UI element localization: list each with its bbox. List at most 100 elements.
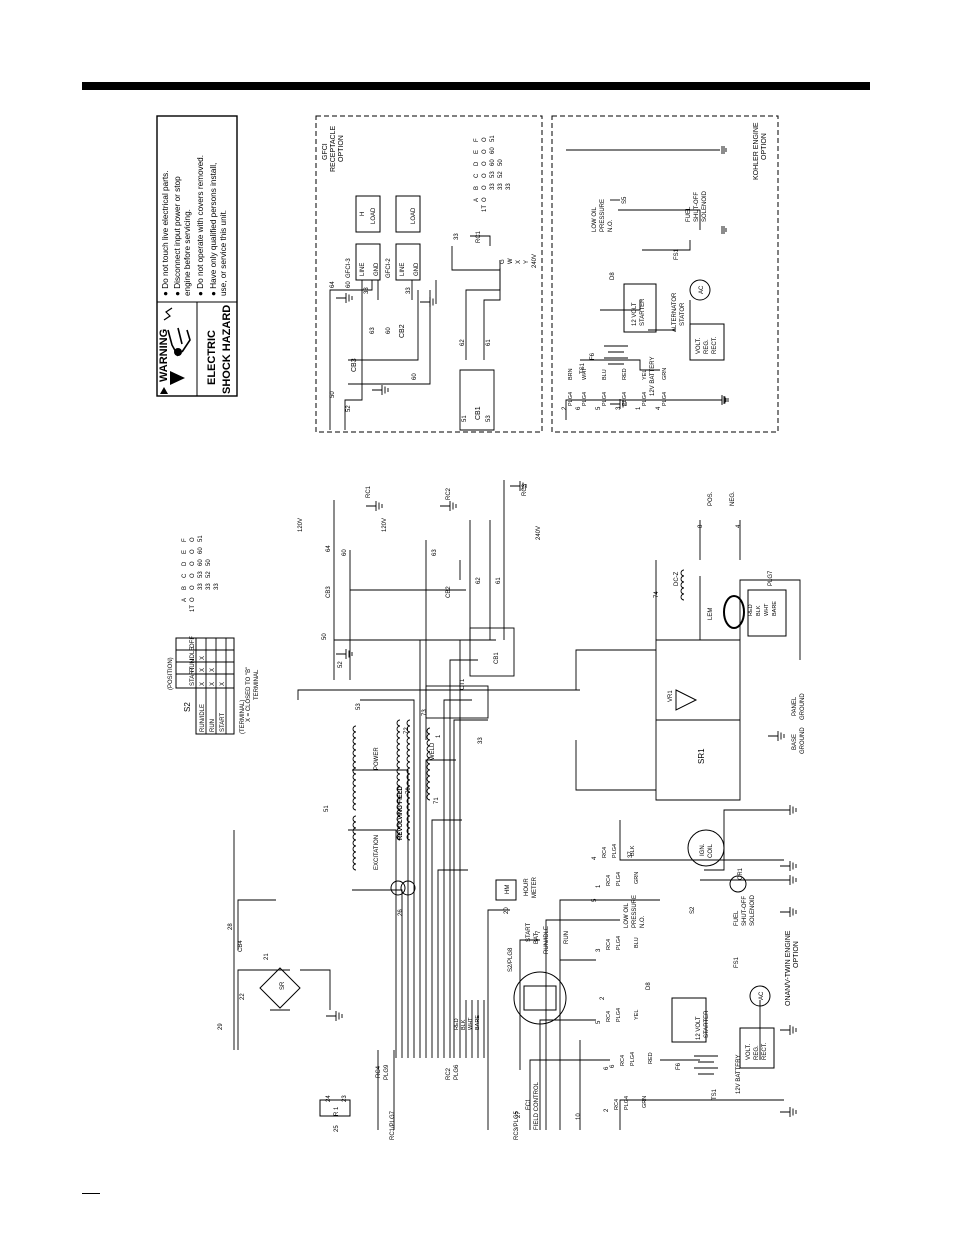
onan-title-line2: OPTION xyxy=(793,941,800,968)
gfci-w-label: W xyxy=(508,258,514,264)
s2-row-label: RUN/IDLE xyxy=(200,704,206,732)
gfci-strip-row2-1: 52 xyxy=(498,171,504,178)
onan-low-oil-line2: N.O. xyxy=(640,915,646,928)
wire-num-72: 72 xyxy=(404,727,410,734)
main-strip-row1-2: 60 xyxy=(198,559,204,566)
rc3-label: RC1 xyxy=(366,485,372,498)
main-strip-row1-0: 33 xyxy=(198,583,204,590)
wire-num-21: 21 xyxy=(264,953,270,960)
onan-plg4-label: PLG4 xyxy=(612,844,618,858)
ground-symbol xyxy=(712,395,729,405)
dcz-label: DC-Z xyxy=(674,571,680,586)
plg7-color-red: RED xyxy=(748,604,754,616)
warning-bullet-1-0: ● Disconnect input power or stop xyxy=(173,176,182,296)
ground-symbol xyxy=(336,293,353,303)
wire-num-50: 50 xyxy=(322,633,328,640)
kohler-wire-color: GRN xyxy=(662,368,668,380)
kohler-pin-2: 2 xyxy=(562,406,568,410)
r1-label: R 1 xyxy=(334,1106,340,1116)
field-control-label: FIELD CONTROL xyxy=(534,1081,540,1130)
sr-bridge-rectifier xyxy=(259,967,301,1009)
gfci-cb1-label: CB1 xyxy=(475,406,482,420)
gfci-wire-52: 52 xyxy=(346,405,352,412)
gfci-strip-term-b: O xyxy=(482,185,488,190)
onan-pin-6: 6 xyxy=(610,1064,616,1068)
rc4-plug-label: RC4 xyxy=(376,1065,382,1078)
warning-bullets: ● Do not touch live electrical parts.● D… xyxy=(161,155,228,296)
warning-label: WARNING ELECTRIC SHOCK HAZARD ● Do not t… xyxy=(156,115,238,397)
s2-start-term: START xyxy=(526,923,532,942)
plg7-color-bare: BARE xyxy=(772,601,778,616)
main-schematic: R 1 SR EXCITATION POWER REVOLVING FIELD … xyxy=(218,293,806,1140)
wire-num-4: 4 xyxy=(736,524,742,528)
rc1-plg7-label: RC1/PLG7 xyxy=(390,1110,396,1140)
wire-num-6: 6 xyxy=(604,1066,610,1070)
onan-plg4-label: PLG4 xyxy=(616,936,622,950)
wire-num-73: 73 xyxy=(422,709,428,716)
onan-s2-label: S2 xyxy=(690,906,696,914)
onan-plg4-label: PLG4 xyxy=(616,1008,622,1022)
gfci-title-line1: GFCI xyxy=(322,143,329,160)
ground-symbol xyxy=(366,501,383,511)
ign-coil-line2: COIL xyxy=(708,843,714,858)
lem-label: LEM xyxy=(708,608,714,620)
onan-plg4-label: PLG4 xyxy=(624,1096,630,1110)
cb3-label: CB3 xyxy=(326,586,332,598)
gfci-g-label: G xyxy=(500,259,506,264)
s2-runidle-term: RUN/IDLE xyxy=(544,926,550,954)
main-strip-row2-2: 50 xyxy=(206,559,212,566)
main-strip-row1-1: 53 xyxy=(198,571,204,578)
main-strip-letter-e: E xyxy=(182,550,188,554)
kohler-title-line1: KOHLER ENGINE xyxy=(753,122,760,180)
warning-bullet-3-0: ● Have only qualified persons install, xyxy=(209,163,218,296)
gfci-wire-62: 62 xyxy=(460,339,466,346)
main-strip-tag: 1T xyxy=(190,605,196,612)
onan-fuel-line2: SOLENOID xyxy=(750,894,756,926)
ground-symbol xyxy=(420,297,437,307)
coil-winding xyxy=(406,719,411,841)
plg6-label: PLG6 xyxy=(454,1064,460,1080)
warning-hazard-line1: ELECTRIC xyxy=(206,330,218,385)
gfci2-load-label: LOAD xyxy=(411,207,417,224)
hour-meter-line2: METER xyxy=(532,876,538,898)
wire-num-70: 70 xyxy=(406,787,412,794)
wire-num-27: 27 xyxy=(516,1111,522,1118)
gfci-strip-letter-f: F xyxy=(474,138,480,142)
gfci-wire-51: 51 xyxy=(462,415,468,422)
main-strip-letter-c: C xyxy=(182,573,188,578)
cb1-label: CB1 xyxy=(494,652,500,664)
wire-num-26: 26 xyxy=(398,909,404,916)
warning-title: WARNING xyxy=(158,329,170,382)
ct1-label: CT1 xyxy=(460,678,466,690)
wire-num-24: 24 xyxy=(326,1095,332,1102)
kohler-pin-3: 3 xyxy=(616,406,622,410)
wire-num-10: 10 xyxy=(576,1113,582,1120)
main-strip-letter-d: D xyxy=(182,561,188,566)
kohler-f6-label: F6 xyxy=(590,352,596,360)
main-strip-letter-b: B xyxy=(182,586,188,590)
s2-plg8-label: S2/PLG8 xyxy=(508,947,514,972)
v120-mid-label: 120V xyxy=(382,518,388,532)
ground-symbol xyxy=(780,805,797,815)
onan-ac-label: AC xyxy=(759,991,765,1000)
gfci-strip-tag: 1T xyxy=(482,205,488,212)
wire-num-51: 51 xyxy=(324,805,330,812)
onan-fs1-label: FS1 xyxy=(734,956,740,968)
s2-mark: X xyxy=(210,682,216,686)
gfci-wire-33: 33 xyxy=(364,287,370,294)
onan-rc4-label: RC4 xyxy=(606,1011,612,1022)
gfci-strip-row1-1: 53 xyxy=(490,171,496,178)
gfci-wire-33: 33 xyxy=(454,233,460,240)
s2-col-off: OFF xyxy=(190,636,196,648)
onan-starter-line2: STARTER xyxy=(704,1010,710,1038)
main-strip-term-e: O xyxy=(190,549,196,554)
rc3-plg5-label: RC3/PLG5 xyxy=(514,1110,520,1140)
gfci-strip-term-c: O xyxy=(482,173,488,178)
onan-rc4-label: RC4 xyxy=(606,875,612,886)
onan-wire-color: RED xyxy=(648,1052,654,1064)
wire-num-62: 62 xyxy=(476,577,482,584)
wire-num-20: 20 xyxy=(504,907,510,914)
ground-symbol xyxy=(326,1011,343,1021)
